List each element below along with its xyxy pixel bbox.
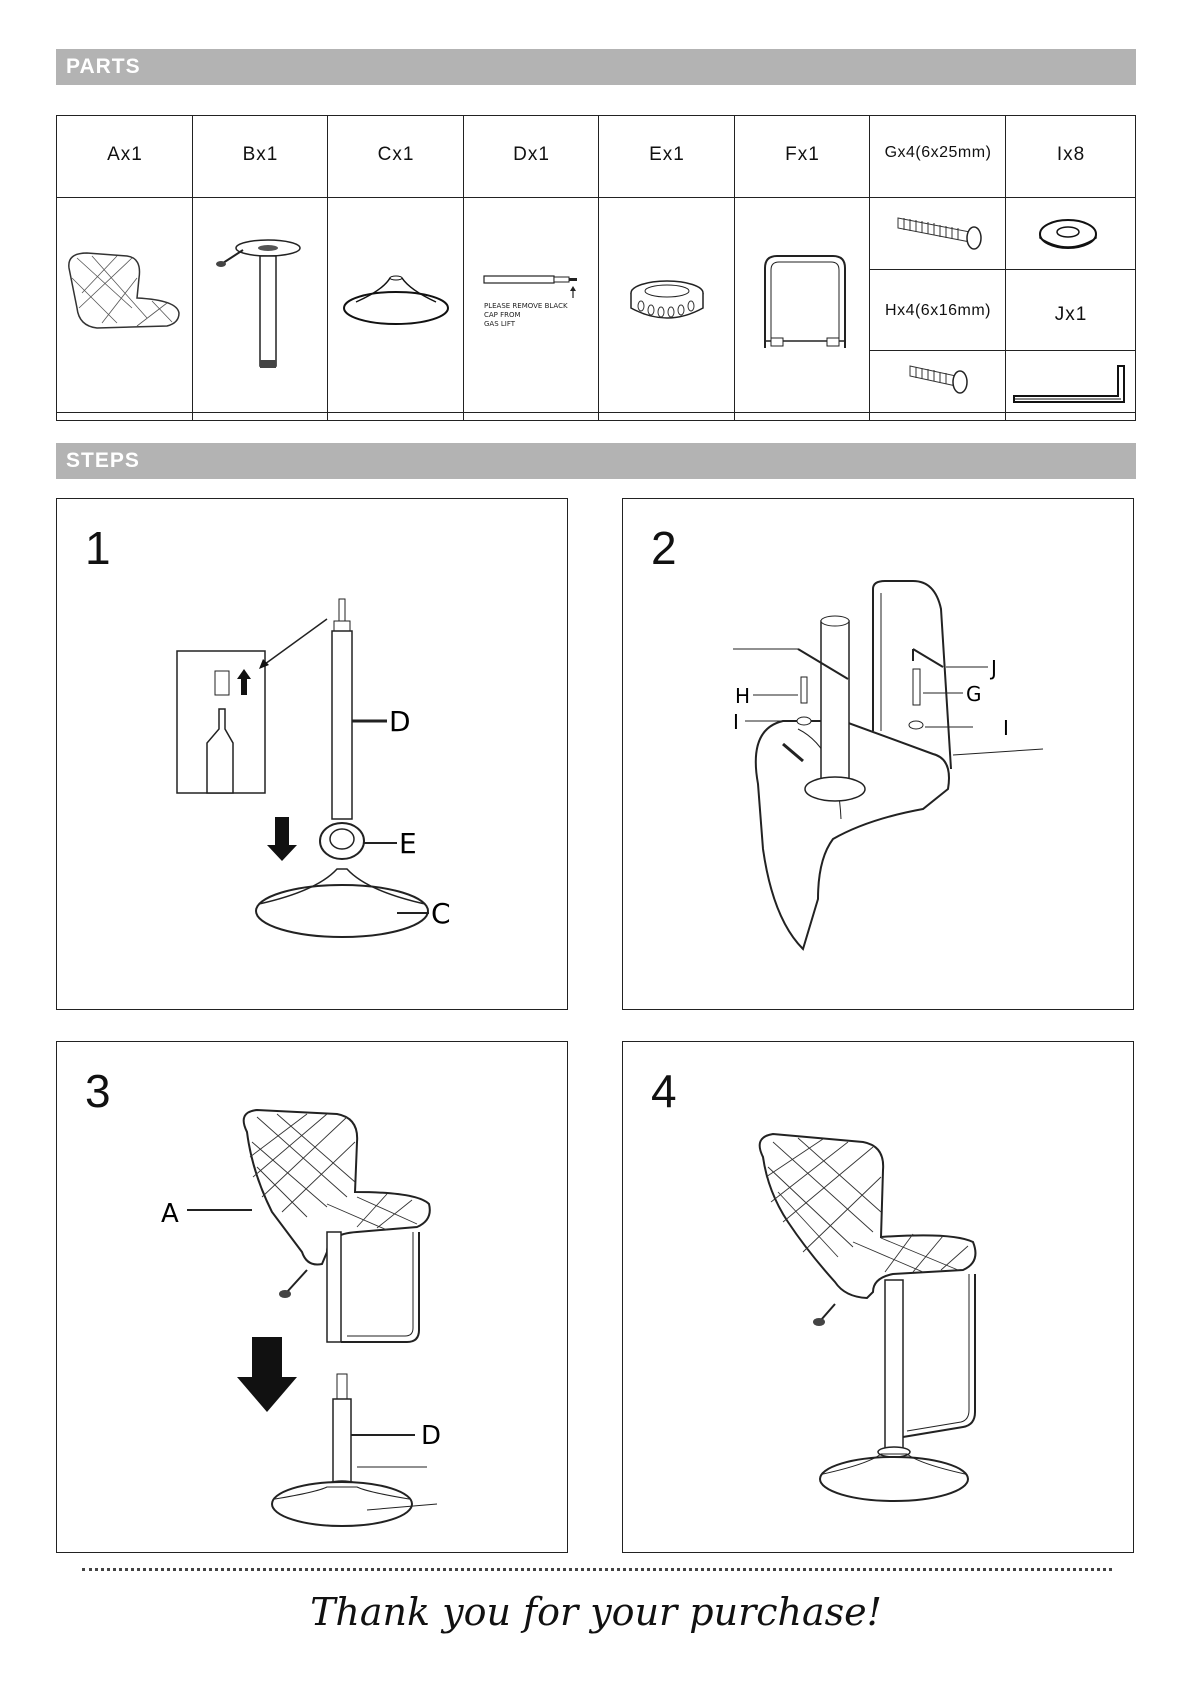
step-4-panel: 4 [622, 1041, 1134, 1553]
part-label-g: Gx4(6x25mm) [870, 144, 1006, 162]
part-label-d: Dx1 [464, 144, 599, 166]
part-label-j: Jx1 [1006, 304, 1136, 326]
seat-plate-column-icon [193, 198, 328, 412]
part-label-c: Cx1 [328, 144, 464, 166]
steps-title: STEPS [66, 449, 140, 472]
gas-lift-note-line: GAS LIFT [484, 320, 516, 328]
step-3-illustration: A D [57, 1042, 567, 1552]
gas-lift-icon: PLEASE REMOVE BLACK CAP FROM GAS LIFT [464, 198, 599, 412]
step-2-panel: 2 J H G I I [622, 498, 1134, 1010]
parts-header: PARTS [56, 49, 1136, 85]
part-label-h: Hx4(6x16mm) [870, 302, 1006, 320]
step-1-illustration: D E C [57, 499, 567, 1009]
footrest-frame-icon [735, 198, 870, 412]
label-a: A [161, 1199, 179, 1229]
gas-lift-note-line: PLEASE REMOVE BLACK [484, 302, 568, 310]
parts-table: Ax1 Bx1 Cx1 Dx1 Ex1 Fx1 Gx4(6x25mm) Ix8 … [56, 115, 1136, 421]
short-bolt-icon [870, 352, 1006, 412]
part-label-e: Ex1 [599, 144, 735, 166]
long-bolt-icon [870, 198, 1006, 270]
allen-key-icon [1006, 352, 1136, 412]
label-e: E [399, 827, 417, 860]
step-4-illustration [623, 1042, 1133, 1552]
seat-icon [57, 198, 193, 412]
steps-header: STEPS [56, 443, 1136, 479]
parts-title: PARTS [66, 55, 141, 78]
washer-icon [1006, 198, 1136, 270]
label-h: H [735, 684, 750, 708]
step-1-panel: 1 D E C [56, 498, 568, 1010]
label-d: D [421, 1421, 441, 1451]
label-i-right: I [1003, 716, 1009, 740]
label-d: D [389, 705, 411, 738]
footer-divider [82, 1568, 1112, 1571]
gas-lift-note-line: CAP FROM [484, 311, 521, 319]
base-plate-icon [328, 198, 464, 412]
part-label-b: Bx1 [193, 144, 328, 166]
step-2-illustration: J H G I I [623, 499, 1133, 1009]
step-3-panel: 3 A D [56, 1041, 568, 1553]
foot-ring-icon [599, 198, 735, 412]
part-label-f: Fx1 [735, 144, 870, 166]
label-c: C [431, 897, 451, 930]
label-i-left: I [733, 710, 739, 734]
part-label-i: Ix8 [1006, 144, 1136, 166]
thank-you-message: Thank you for your purchase! [0, 1590, 1192, 1634]
label-g: G [966, 682, 982, 706]
part-label-a: Ax1 [57, 144, 193, 166]
label-j: J [989, 656, 997, 680]
